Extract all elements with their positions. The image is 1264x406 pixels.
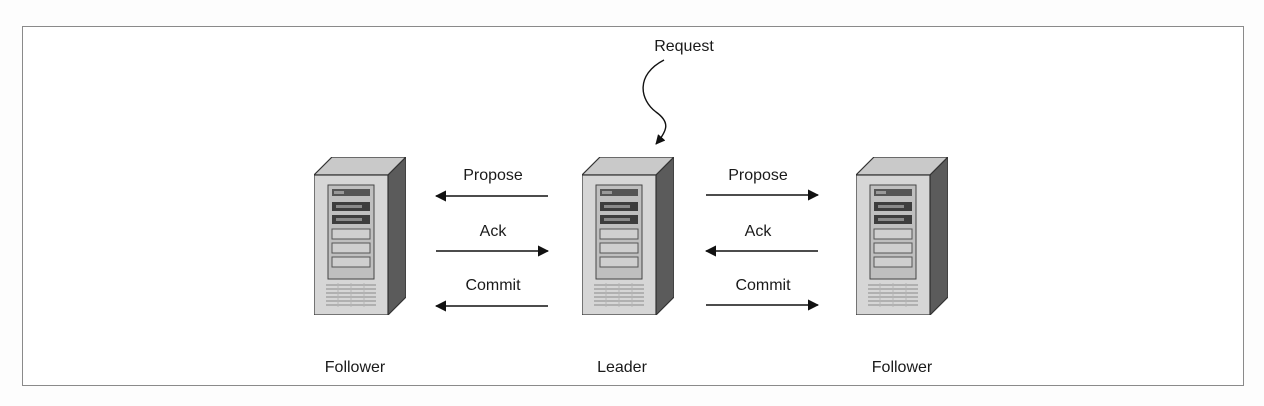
left-commit-label: Commit [465,277,521,294]
left-ack-label: Ack [480,223,508,240]
left-propose-label: Propose [463,167,523,184]
follower-right-server [856,157,948,315]
follower-left-label: Follower [325,359,386,376]
request-arrow [642,59,667,145]
leader-server [582,157,674,315]
leader-label: Leader [597,359,647,376]
request-label: Request [654,38,714,55]
right-commit-label: Commit [735,277,791,294]
follower-left-server [314,157,406,315]
right-propose-label: Propose [728,167,788,184]
follower-right-label: Follower [872,359,933,376]
right-ack-label: Ack [745,223,773,240]
